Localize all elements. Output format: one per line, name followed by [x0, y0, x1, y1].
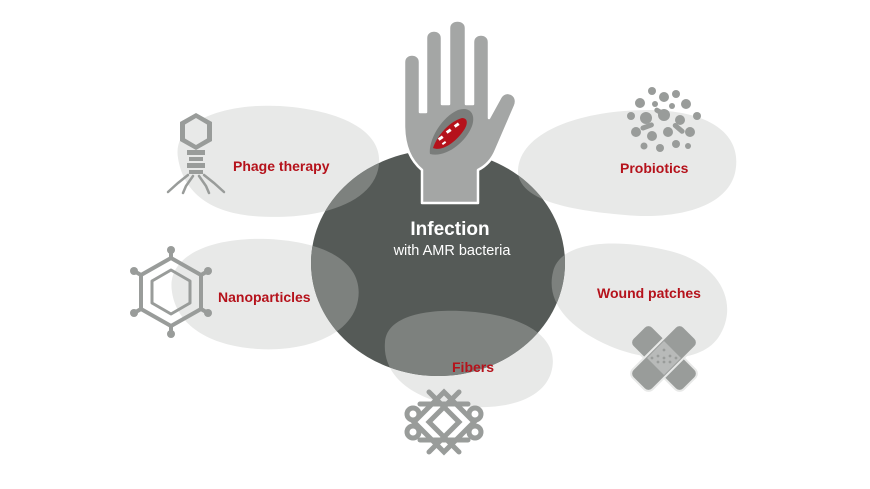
bacteriophage-icon — [166, 113, 226, 195]
bandage-icon — [630, 324, 698, 392]
woven-fiber-icon — [404, 388, 484, 456]
label-wound-patches: Wound patches — [597, 285, 701, 301]
label-nanoparticles: Nanoparticles — [218, 289, 311, 305]
infected-hand-icon — [402, 19, 518, 205]
center-subtitle: with AMR bacteria — [393, 243, 512, 259]
center-title: Infection — [410, 219, 489, 240]
nanoparticle-lattice-icon — [130, 246, 212, 338]
label-fibers: Fibers — [452, 359, 494, 375]
label-phage-therapy: Phage therapy — [233, 158, 330, 174]
label-probiotics: Probiotics — [620, 160, 689, 176]
probiotic-cluster-icon — [627, 87, 701, 152]
